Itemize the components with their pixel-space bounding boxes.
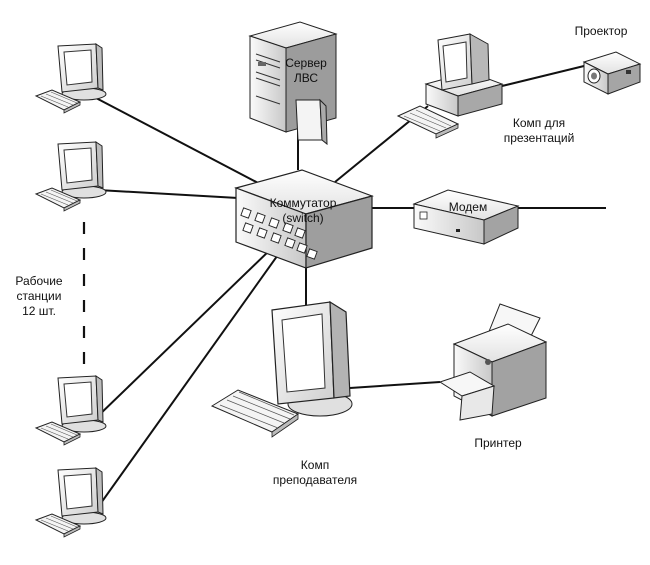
link-workstation-3 [95, 247, 273, 419]
printer-label: Принтер [466, 436, 530, 451]
workstation-1-icon [35, 43, 107, 114]
printer-label-text: Принтер [474, 436, 522, 450]
workstation-4-icon [35, 467, 107, 538]
workstation-2-icon [35, 141, 107, 212]
projector-label-text: Проектор [574, 24, 628, 38]
server-icon [248, 21, 338, 146]
teacher-pc-label: Комп преподавателя [260, 458, 370, 488]
projector-icon [582, 51, 642, 95]
workstation-3-icon [35, 375, 107, 446]
link-printer [349, 381, 441, 389]
workstations-label: Рабочие станции 12 шт. [4, 274, 74, 319]
teacher-pc-label-line-2: преподавателя [272, 473, 358, 487]
switch-label-line-1: Коммутатор [269, 196, 337, 210]
server-label-line-1: Сервер [285, 56, 327, 70]
printer-icon [438, 303, 548, 421]
teacher-pc-label-line-1: Комп [300, 458, 330, 472]
workstations-label-line-3: 12 шт. [22, 304, 56, 318]
link-workstation-4 [95, 251, 281, 511]
link-workstation-2 [97, 189, 239, 199]
switch-label: Коммутатор (switch) [258, 196, 348, 226]
link-workstation-1 [95, 97, 263, 186]
workstations-label-line-2: станции [16, 289, 62, 303]
modem-label: Модем [440, 200, 496, 215]
teacher-pc-icon [210, 300, 353, 438]
presentation-pc-label-line-1: Комп для [512, 116, 566, 130]
presentation-pc-label: Комп для презентаций [494, 116, 584, 146]
projector-label: Проектор [562, 24, 640, 39]
server-label: Сервер ЛВС [276, 56, 336, 86]
switch-icon [234, 169, 374, 269]
presentation-pc-icon [396, 33, 504, 139]
modem-label-text: Модем [448, 200, 488, 214]
workstations-label-line-1: Рабочие [15, 274, 63, 288]
modem-icon [412, 189, 520, 245]
switch-label-line-2: (switch) [282, 211, 324, 225]
presentation-pc-label-line-2: презентаций [503, 131, 575, 145]
link-projector [501, 65, 585, 87]
server-label-line-2: ЛВС [293, 71, 319, 85]
